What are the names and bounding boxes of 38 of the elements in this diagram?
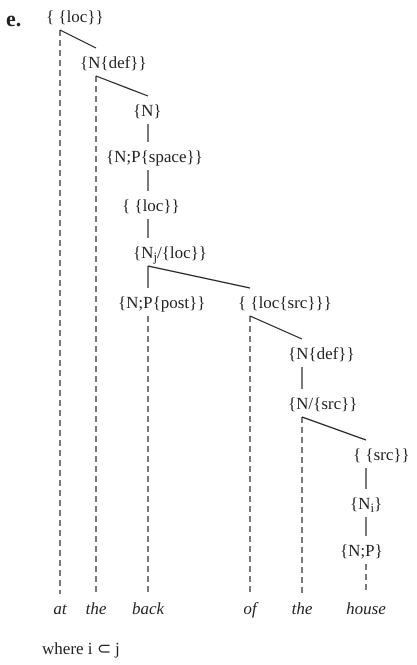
word-label: of (243, 599, 257, 618)
word-label: house (346, 599, 386, 618)
note-text: where i ⊂ j (42, 638, 120, 660)
tree-branch (96, 75, 148, 97)
feature-label: {N} (133, 101, 162, 120)
feature-label: {N{def}} (288, 344, 355, 363)
dashed-line (147, 316, 149, 594)
feature-label: { {loc}} (122, 196, 180, 215)
tree-branch (365, 468, 367, 489)
dashed-line (301, 417, 303, 594)
feature-label: {N$_{j}$/{loc}} (133, 243, 207, 262)
tree-branch (301, 367, 303, 389)
tree-branch (302, 416, 366, 441)
feature-label: {N;P{post}} (118, 293, 206, 312)
feature-label: {N;P} (340, 541, 383, 560)
tree-branch (60, 29, 96, 49)
tree-branch (148, 265, 250, 289)
word-label: the (292, 599, 312, 618)
word-label: the (86, 599, 106, 618)
feature-label: {N$_{i}$} (350, 494, 382, 513)
word-label: back (132, 599, 164, 618)
feature-label: { {loc{src}}} (238, 293, 332, 312)
tree-branch (147, 266, 149, 288)
feature-label: { {loc}} (46, 7, 104, 26)
word-label: at (53, 599, 67, 618)
example-number: e. (6, 5, 22, 33)
dashed-line (95, 76, 97, 594)
feature-label: {N/{src}} (288, 394, 358, 413)
tree-branch (147, 170, 149, 191)
feature-label: {N{def}} (80, 53, 147, 72)
tree-branch (147, 219, 149, 238)
tree-branch (147, 124, 149, 142)
feature-label: { {src}} (353, 445, 410, 464)
tree-branch (365, 517, 367, 536)
dashed-line (249, 316, 251, 594)
feature-label: {N;P{space}} (106, 147, 203, 166)
dashed-line (59, 30, 61, 594)
tree-branch (250, 315, 302, 340)
